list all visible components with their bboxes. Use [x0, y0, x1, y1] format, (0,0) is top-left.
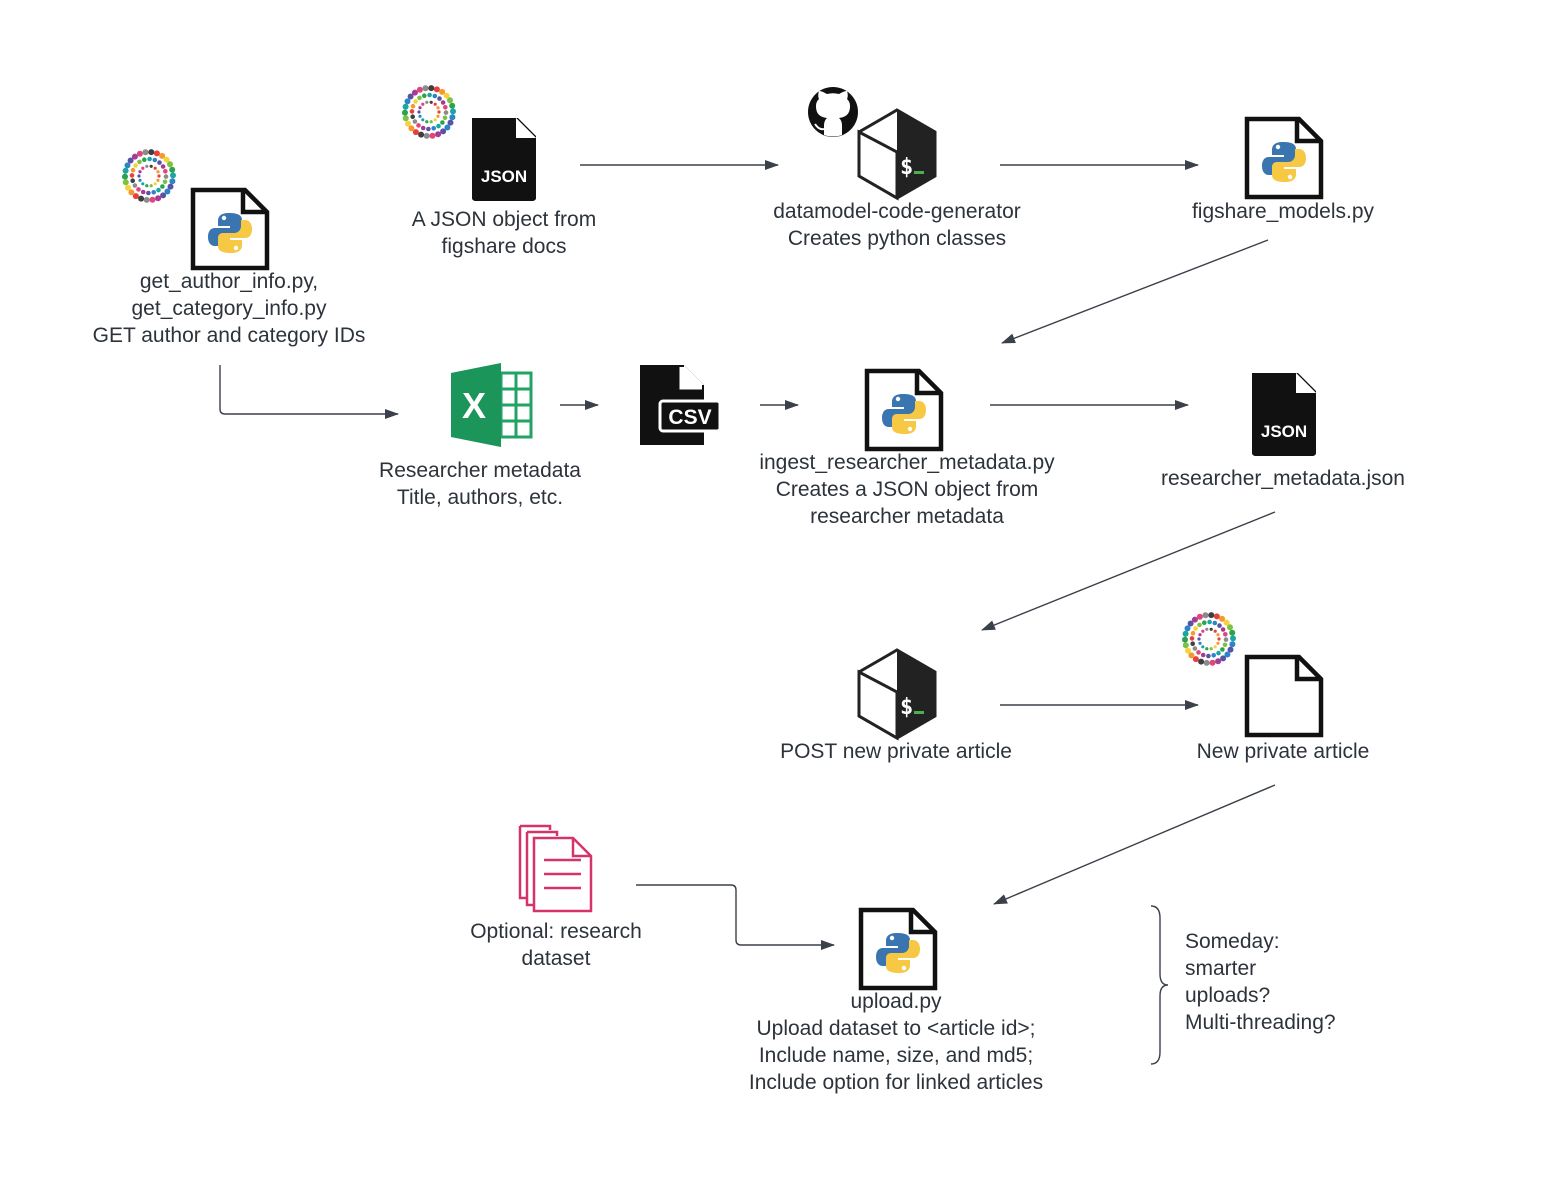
blank-file-icon — [1244, 654, 1324, 738]
models-label: figshare_models.py — [1192, 198, 1374, 225]
label-line: Include name, size, and md5; — [758, 1044, 1034, 1067]
arrow-json-to-post — [981, 511, 1276, 631]
label-line: Someday: — [1185, 930, 1280, 953]
label-line: GET author and category IDs — [92, 324, 366, 347]
label-line: Upload dataset to <article id>; — [756, 1017, 1036, 1040]
dataset-label: Optional: research dataset — [470, 918, 642, 972]
json-docs-label: A JSON object from figshare docs — [412, 206, 596, 260]
curly-brace — [1150, 905, 1169, 1065]
label-line: New private article — [1196, 740, 1370, 763]
label-line: get_category_info.py — [131, 297, 327, 320]
researcher-json-label: researcher_metadata.json — [1161, 465, 1405, 492]
label-line: Multi-threading? — [1185, 1011, 1336, 1034]
github-logo-icon — [808, 87, 858, 137]
label-line: datamodel-code-generator — [773, 200, 1021, 223]
connectors — [219, 160, 1276, 950]
label-line: upload.py — [850, 990, 942, 1013]
svg-text:JSON: JSON — [481, 167, 527, 186]
label-line: ingest_researcher_metadata.py — [759, 451, 1055, 474]
bash-shell-icon — [857, 648, 937, 740]
label-line: POST new private article — [780, 740, 1012, 763]
someday-note: Someday: smarter uploads? Multi-threading? — [1185, 928, 1336, 1036]
python-file-icon — [1247, 119, 1321, 197]
bash-shell-icon — [857, 108, 937, 200]
label-line: dataset — [521, 947, 591, 970]
arrow-article-to-upload — [993, 784, 1276, 905]
label-line: researcher metadata — [810, 505, 1004, 528]
label-line: figshare_models.py — [1191, 200, 1375, 223]
arrow-models-to-ingest — [1001, 239, 1269, 344]
python-file-icon — [193, 190, 267, 268]
excel-icon: X — [451, 363, 533, 447]
label-line: Include option for linked articles — [748, 1071, 1044, 1094]
python-file-icon — [861, 910, 935, 988]
python-file-icon — [867, 371, 941, 449]
arrow-author-to-excel — [219, 365, 399, 419]
label-line: A JSON object from — [411, 208, 597, 231]
svg-text:JSON: JSON — [1261, 422, 1307, 441]
label-line: get_author_info.py, — [139, 270, 319, 293]
label-line: Optional: research — [470, 920, 642, 943]
json-file-icon: JSON — [1252, 373, 1316, 456]
label-line: researcher_metadata.json — [1161, 467, 1405, 490]
documents-stack-icon — [518, 824, 593, 913]
post-label: POST new private article — [780, 738, 1012, 765]
label-line: figshare docs — [441, 235, 567, 258]
svg-text:X: X — [462, 385, 486, 426]
figshare-logo-icon — [122, 149, 176, 203]
new-article-label: New private article — [1197, 738, 1370, 765]
label-line: Researcher metadata — [379, 459, 581, 482]
label-line: uploads? — [1185, 984, 1271, 1007]
label-line: smarter — [1185, 957, 1257, 980]
svg-text:CSV: CSV — [668, 406, 711, 429]
arrow-dataset-to-upload — [636, 884, 835, 950]
label-line: Creates python classes — [787, 227, 1007, 250]
figshare-logo-icon — [1182, 612, 1236, 666]
label-line: Title, authors, etc. — [396, 486, 564, 509]
label-line: Creates a JSON object from — [775, 478, 1039, 501]
figshare-logo-icon — [402, 85, 456, 139]
json-file-icon: JSON — [472, 118, 536, 201]
csv-file-icon: CSV — [640, 365, 722, 445]
